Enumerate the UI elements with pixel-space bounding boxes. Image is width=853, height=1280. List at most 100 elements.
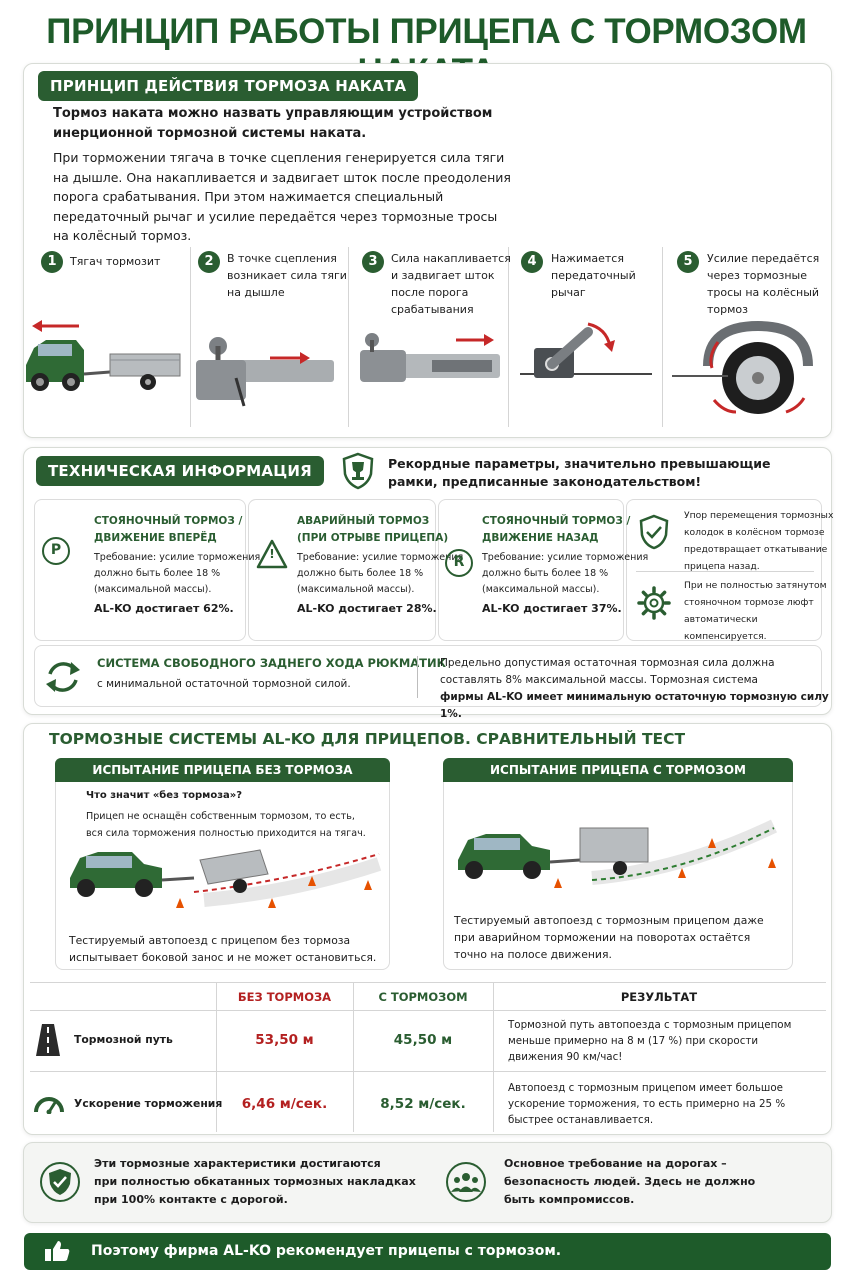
caption-line: точно на полосе движения. (454, 948, 612, 961)
step-text: Нажимается передаточный рычаг (551, 250, 636, 301)
step-line: Усилие передаётся (707, 252, 820, 265)
step-number: 2 (198, 251, 220, 273)
result-line: быстрее останавливается. (508, 1114, 654, 1126)
card-title-line: ДВИЖЕНИЕ НАЗАД (482, 532, 599, 544)
skidding-trailer-illustration (70, 849, 382, 908)
principle-description: При торможении тягача в точке сцепления … (53, 148, 613, 246)
summary-line: безопасность людей. Здесь не должно (504, 1175, 756, 1188)
req-line: (максимальной массы). (482, 584, 600, 595)
feature-line: автоматически (684, 614, 758, 625)
step-line: возникает сила тяги (227, 269, 347, 282)
warning-mark: ! (269, 547, 275, 561)
intro-text: Тормоз наката можно назвать управляющим … (53, 104, 613, 144)
req-line: Требование: усилие торможения (482, 552, 649, 563)
record-line: Рекордные параметры, значительно превыша… (388, 456, 771, 471)
req-line: должно быть более 18 % (482, 568, 609, 579)
feature-line: Упор перемещения тормозных (684, 510, 834, 521)
step-number: 4 (521, 251, 543, 273)
col-header-without: БЕЗ ТОРМОЗА (237, 990, 332, 1004)
card-title-line: СТОЯНОЧНЫЙ ТОРМОЗ / (94, 515, 243, 527)
reverse-r-icon: R (445, 549, 473, 577)
shield-check-icon (639, 514, 669, 550)
table-rule (30, 1010, 826, 1011)
caption-line: при аварийном торможении на поворотах ос… (454, 931, 751, 944)
req-line: (максимальной массы). (94, 584, 212, 595)
people-icon (446, 1162, 486, 1202)
lever-illustration (520, 322, 652, 378)
step-number: 5 (677, 251, 699, 273)
trophy-shield-icon (342, 452, 374, 490)
summary-line: при полностью обкатанных тормозных накла… (94, 1175, 416, 1188)
road-icon (36, 1024, 60, 1056)
warning-icon (256, 539, 288, 569)
comparison-heading: ТОРМОЗНЫЕ СИСТЕМЫ AL-KO ДЛЯ ПРИЦЕПОВ. СР… (49, 730, 686, 748)
rueckmatik-title: СИСТЕМА СВОБОДНОГО ЗАДНЕГО ХОДА РЮКМАТИК (97, 656, 447, 670)
result-line: Тормозной путь автопоезда с тормозным пр… (508, 1019, 792, 1031)
rueckmatik-description: Предельно допустимая остаточная тормозна… (440, 655, 853, 723)
step-line: срабатывания (391, 303, 474, 316)
feature-line: При не полностью затянутом (684, 580, 827, 591)
feature-divider (636, 571, 814, 572)
req-line: должно быть более 18 % (94, 568, 221, 579)
braked-trailer-illustration (458, 819, 778, 888)
card-result: AL-KO достигает 62%. (94, 602, 234, 615)
card-result: AL-KO достигает 37%. (482, 602, 622, 615)
recommendation-text: Поэтому фирма AL-KO рекомендует прицепы … (91, 1243, 562, 1259)
req-line: Требование: усилие торможения (94, 552, 261, 563)
principle-heading: ПРИНЦИП ДЕЙСТВИЯ ТОРМОЗА НАКАТА (38, 71, 419, 101)
feature-line: предотвращает откатывание (684, 544, 828, 555)
rueckmatik-subtitle: с минимальной остаточной тормозной силой… (97, 678, 351, 690)
without-brake-caption: Тестируемый автопоезд с прицепом без тор… (69, 932, 376, 966)
with-brake-caption: Тестируемый автопоезд с тормозным прицеп… (454, 912, 764, 963)
step-text: В точке сцепления возникает сила тяги на… (227, 250, 347, 301)
parking-forward-card (34, 499, 246, 641)
recommendation-banner (24, 1233, 831, 1270)
summary-line: Эти тормозные характеристики достигаются (94, 1157, 381, 1170)
summary-card (23, 1142, 832, 1223)
step-divider (662, 247, 663, 427)
deceleration-with: 8,52 м/сек. (380, 1096, 466, 1112)
card-title-line: СТОЯНОЧНЫЙ ТОРМОЗ / (482, 515, 631, 527)
table-rule (30, 1071, 826, 1072)
row-label-braking-distance: Тормозной путь (74, 1033, 173, 1046)
req-line: должно быть более 18 % (297, 568, 424, 579)
step-text: Тягач тормозит (70, 255, 161, 268)
deceleration-without: 6,46 м/сек. (241, 1096, 328, 1112)
braking-distance-without: 53,50 м (255, 1032, 314, 1048)
step-line: рычаг (551, 286, 586, 299)
test-with-brake-heading: ИСПЫТАНИЕ ПРИЦЕПА С ТОРМОЗОМ (443, 758, 793, 782)
table-col-divider (216, 982, 217, 1132)
feature-line: прицепа назад. (684, 561, 760, 572)
desc-line: порога срабатывания. При этом нажимается… (53, 189, 444, 204)
step-number: 1 (41, 251, 63, 273)
result-line: ускорение торможения, то есть примерно н… (508, 1098, 786, 1110)
result-line: Автопоезд с тормозным прицепом имеет бол… (508, 1082, 783, 1094)
braking-distance-result: Тормозной путь автопоезда с тормозным пр… (508, 1017, 791, 1065)
card-requirement: Требование: усилие торможения должно быт… (482, 550, 648, 598)
summary-right-text: Основное требование на дорогах – безопас… (504, 1155, 755, 1209)
step-line: тормоз (707, 303, 748, 316)
result-line: меньше примерно на 8 м (17 %) при скорос… (508, 1035, 759, 1047)
feature-line: компенсируется. (684, 631, 767, 642)
cycle-arrows-icon (46, 662, 80, 692)
desc-line: на колёсный тормоз. (53, 228, 192, 243)
caption-line: Тестируемый автопоезд с тормозным прицеп… (454, 914, 764, 927)
table-col-divider (493, 982, 494, 1132)
wheel-illustration (672, 320, 813, 414)
step-line: передаточный (551, 269, 636, 282)
desc-line: на дышле. Она накапливается и задвигает … (53, 169, 511, 185)
caption-line: испытывает боковой занос и не может оста… (69, 951, 377, 964)
card-title-line: (ПРИ ОТРЫВЕ ПРИЦЕПА) (297, 532, 449, 544)
deceleration-result: Автопоезд с тормозным прицепом имеет бол… (508, 1080, 785, 1128)
desc-line: При торможении тягача в точке сцепления … (53, 150, 505, 165)
parking-p-icon: P (42, 537, 70, 565)
feature-text-2: При не полностью затянутом стояночном то… (684, 577, 827, 645)
card-requirement: Требование: усилие торможения должно быт… (94, 550, 260, 598)
record-text: Рекордные параметры, значительно превыша… (388, 455, 771, 491)
row-label-deceleration: Ускорение торможения (74, 1097, 223, 1110)
step-line: В точке сцепления (227, 252, 337, 265)
summary-left-text: Эти тормозные характеристики достигаются… (94, 1155, 416, 1209)
step-divider (190, 247, 191, 427)
test-without-brake-heading: ИСПЫТАНИЕ ПРИЦЕПА БЕЗ ТОРМОЗА (55, 758, 390, 782)
explanation-line: вся сила торможения полностью приходится… (86, 828, 366, 839)
